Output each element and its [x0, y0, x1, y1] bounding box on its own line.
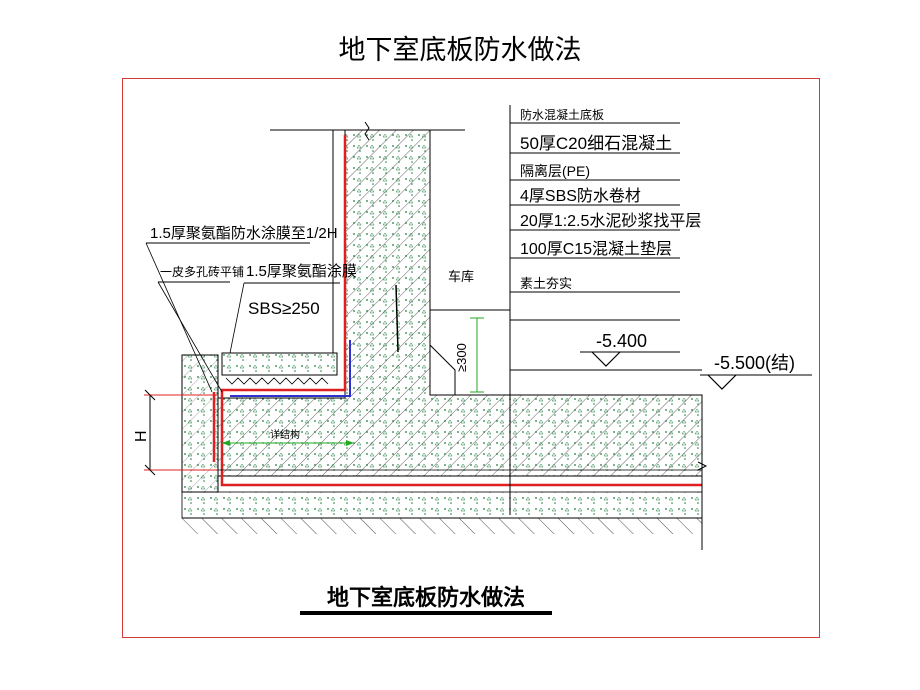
cushion-layer: [181, 491, 703, 519]
callout-cushion: 100厚C15混凝土垫层: [520, 240, 672, 258]
callout-fine-concrete: 50厚C20细石混凝土: [520, 134, 672, 153]
pu-coating: [230, 340, 351, 397]
label-coating-half-h: 1.5厚聚氨酯防水涂膜至1/2H: [150, 225, 338, 242]
label-garage: 车库: [448, 269, 474, 284]
soil-layer: [182, 518, 702, 534]
callout-leveling: 20厚1:2.5水泥砂浆找平层: [520, 212, 701, 230]
drawing-frame: [122, 78, 820, 638]
callout-soil: 素土夯实: [520, 276, 572, 291]
caption-underline: [300, 611, 552, 615]
callout-isolation: 隔离层(PE): [520, 163, 590, 179]
drawing-caption: 地下室底板防水做法: [326, 586, 525, 611]
label-deepening: 详结构: [270, 428, 300, 441]
sbs-membrane: [220, 135, 702, 487]
level-structure: -5.500(结): [714, 353, 795, 373]
label-coating-film: 1.5厚聚氨酯涂膜: [246, 263, 357, 280]
brick-row: [221, 352, 338, 376]
label-dim-h: H: [133, 430, 150, 442]
level-floor: -5.400: [596, 331, 647, 351]
label-sbs-overlap: SBS≥250: [248, 299, 320, 318]
label-brick-row: 一皮多孔砖平铺: [160, 264, 244, 279]
label-dim-300: ≥300: [454, 343, 469, 372]
callout-sbs: 4厚SBS防水卷材: [520, 187, 641, 205]
callout-slab: 防水混凝土底板: [520, 107, 604, 122]
slide-title: 地下室底板防水做法: [338, 35, 582, 66]
